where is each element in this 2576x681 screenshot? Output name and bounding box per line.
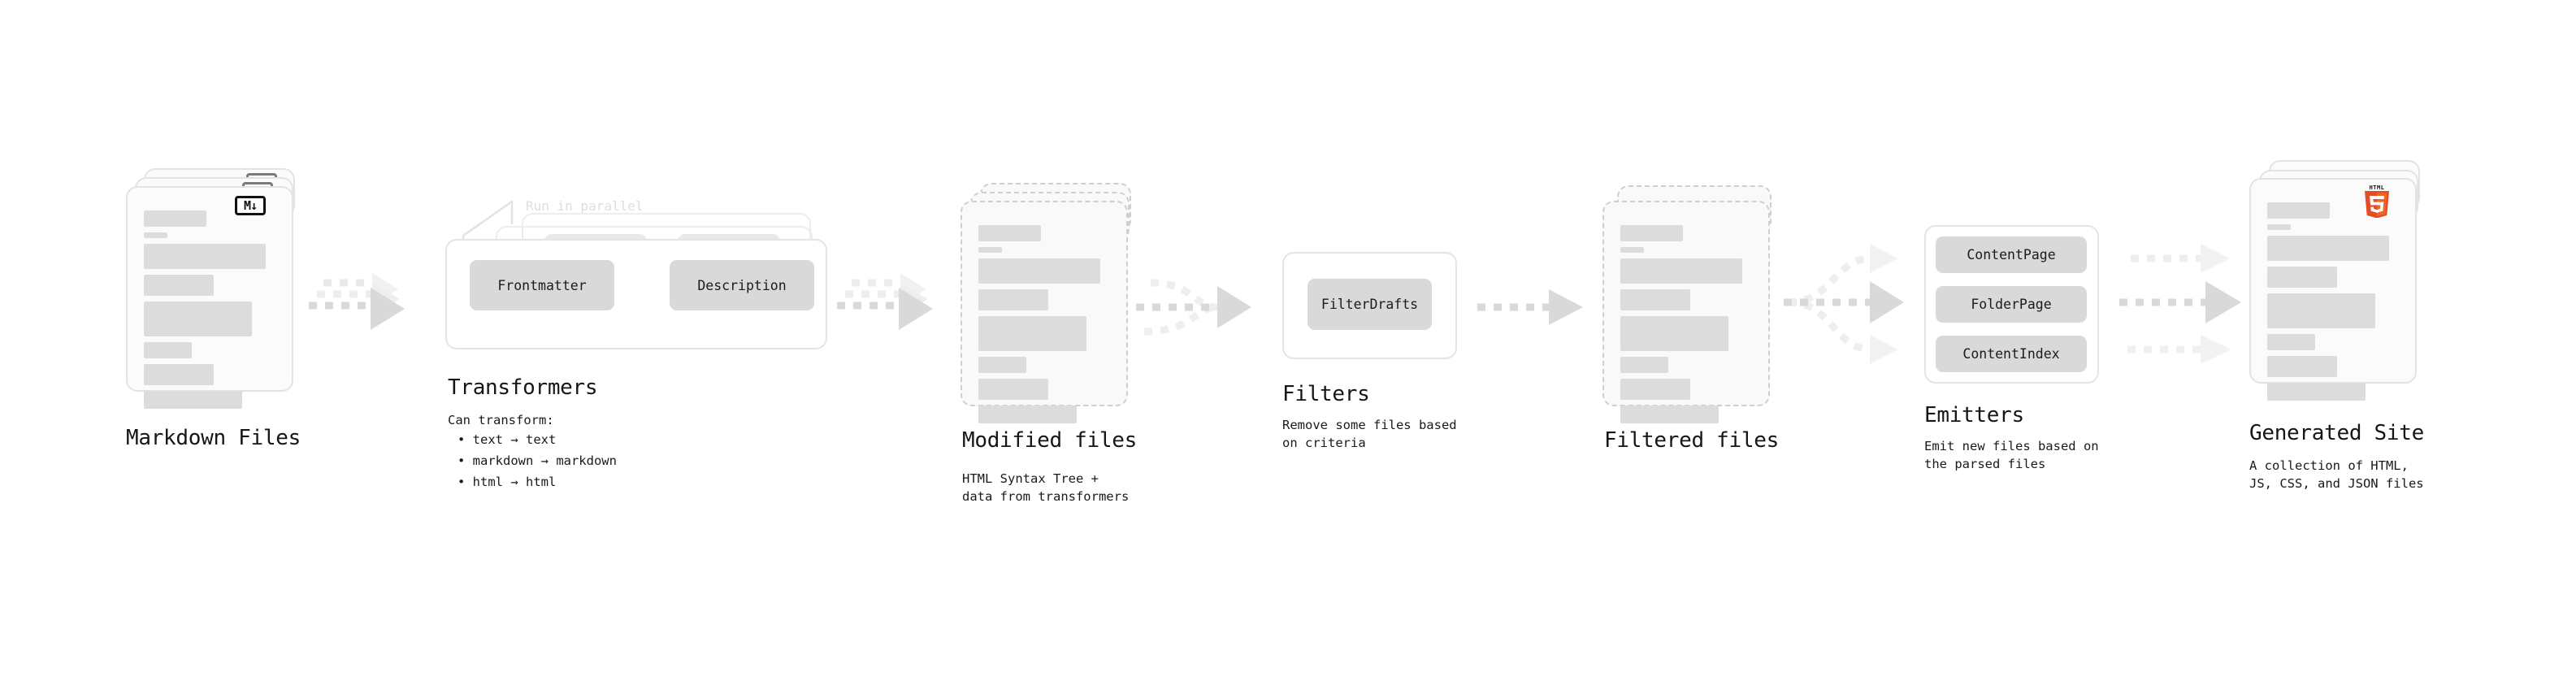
transformers-bullet-2: • markdown → markdown [458,453,617,468]
filters-title: Filters [1282,382,1370,406]
document-placeholder-lines [1620,225,1757,429]
doc-line [144,244,266,269]
emitter-chip-label: ContentIndex [1962,346,2060,362]
transformer-chip-label: Frontmatter [497,277,587,293]
modified-files-node [961,183,1135,423]
emitter-chip-contentpage[interactable]: ContentPage [1936,236,2087,273]
doc-line [144,301,252,336]
transformer-chip-description[interactable]: Description [670,260,814,310]
generated-file-html: HTML [2249,178,2417,401]
emitter-chip-label: FolderPage [1971,297,2052,312]
transformers-title: Transformers [448,375,598,400]
emitter-chip-contentindex[interactable]: ContentIndex [1936,336,2087,372]
doc-line [978,289,1048,310]
doc-line [1620,247,1644,253]
doc-line [978,406,1077,423]
doc-line [2267,267,2337,288]
emitter-chip-label: ContentPage [1967,247,2056,262]
transformers-node: Frontmatter Description [445,213,827,367]
transformers-bullet-3: • html → html [458,475,557,489]
arrow-transformers-to-modified [837,273,943,336]
doc-line [978,316,1086,351]
doc-line [2267,202,2331,219]
filtered-file-front [1602,201,1770,423]
doc-line [978,379,1048,400]
arrow-filtered-to-emitters [1784,236,1914,374]
doc-line [144,210,207,227]
doc-line [2267,383,2366,401]
filtered-files-node [1602,183,1777,423]
doc-line [2267,224,2291,230]
modified-file-front [961,201,1128,423]
markdown-icon: M↓ [235,196,266,215]
generated-site-title: Generated Site [2249,421,2424,445]
doc-line [1620,258,1742,284]
doc-line [1620,289,1690,310]
filters-node: FilterDrafts [1282,252,1457,359]
doc-line [1620,406,1719,423]
doc-line [978,258,1100,284]
arrow-markdown-to-transformers [309,273,414,336]
transformers-caption: Can transform: [448,413,554,427]
doc-line [144,275,214,296]
doc-line [2267,356,2337,377]
modified-files-title: Modified files [962,428,1137,453]
arrow-emitters-to-site [2119,236,2249,374]
emitters-title: Emitters [1924,403,2024,427]
document-placeholder-lines [978,225,1115,429]
doc-line [144,364,214,385]
filter-chip-filterdrafts[interactable]: FilterDrafts [1308,279,1432,330]
generated-site-node: CSS HTML [2249,160,2424,401]
emitter-chip-folderpage[interactable]: FolderPage [1936,286,2087,323]
doc-line [978,247,1002,253]
generated-site-caption: A collection of HTML, JS, CSS, and JSON … [2249,458,2424,492]
emitters-caption: Emit new files based on the parsed files [1924,439,2099,472]
markdown-files-node: M↓ M↓ M↓ [126,168,297,409]
filter-chip-label: FilterDrafts [1321,297,1419,312]
markdown-files-title: Markdown Files [126,426,301,450]
doc-line [2267,293,2375,328]
doc-line [1620,225,1684,241]
emitters-node: ContentPage FolderPage ContentIndex [1924,225,2099,384]
doc-line [978,357,1026,373]
document-placeholder-lines [2267,202,2404,406]
modified-files-caption: HTML Syntax Tree + data from transformer… [962,471,1130,505]
doc-line [978,225,1042,241]
doc-line [1620,379,1690,400]
doc-line [1620,316,1728,351]
filters-caption: Remove some files based on criteria [1282,418,1457,451]
doc-line [144,391,242,409]
run-in-parallel-label: Run in parallel [526,198,644,214]
transformer-chip-frontmatter[interactable]: Frontmatter [470,260,614,310]
transformer-chip-label: Description [697,277,787,293]
arrow-filters-to-filtered [1477,289,1591,338]
document-placeholder-lines [144,210,280,414]
doc-line [2267,236,2389,261]
html5-icon: HTML [2363,184,2391,219]
markdown-file-front: M↓ [126,186,293,409]
filtered-files-title: Filtered files [1604,428,1779,453]
arrow-modified-to-filters [1136,268,1254,349]
doc-line [2267,334,2315,350]
doc-line [1620,357,1668,373]
transformers-bullet-1: • text → text [458,432,557,447]
doc-line [144,342,192,358]
doc-line [144,232,167,238]
